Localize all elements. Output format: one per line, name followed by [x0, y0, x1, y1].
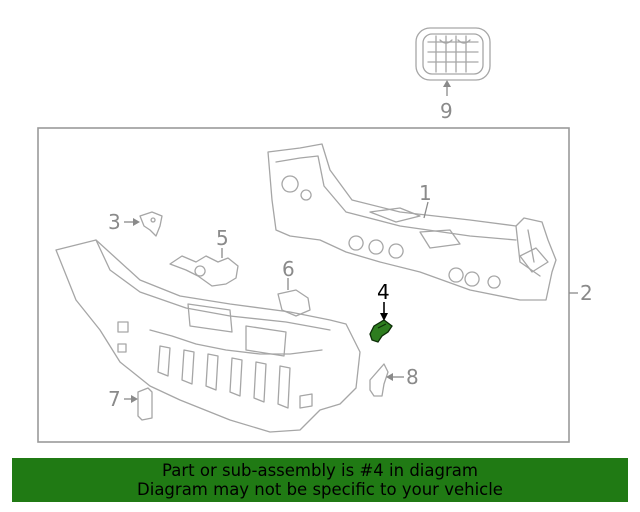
assembly-frame [37, 127, 570, 443]
rear-body-panel[interactable] [55, 239, 361, 433]
part-9-vent-grille[interactable] [415, 27, 491, 81]
parts-diagram: 9 2 1 3 5 6 [37, 27, 593, 443]
callout-9[interactable]: 9 [440, 99, 453, 123]
callout-3[interactable]: 3 [108, 210, 121, 234]
part-4-clip-highlighted[interactable] [369, 319, 393, 343]
part-6-bracket[interactable] [277, 289, 311, 317]
callout-6[interactable]: 6 [282, 257, 295, 281]
banner-line-part: Part or sub-assembly is #4 in diagram [162, 461, 478, 480]
banner-line-disclaimer: Diagram may not be specific to your vehi… [137, 480, 503, 499]
info-banner: Part or sub-assembly is #4 in diagram Di… [12, 458, 628, 502]
callout-1[interactable]: 1 [419, 181, 432, 205]
callout-7[interactable]: 7 [108, 387, 121, 411]
callout-4[interactable]: 4 [377, 280, 390, 304]
part-1-rear-panel-upper[interactable] [267, 143, 557, 301]
leader-1 [423, 201, 429, 219]
part-5-reinforcement[interactable] [169, 255, 239, 287]
part-3-bracket[interactable] [139, 211, 163, 237]
callout-2[interactable]: 2 [580, 281, 593, 305]
part-7-channel[interactable] [137, 387, 153, 421]
callout-8[interactable]: 8 [406, 365, 419, 389]
callout-5[interactable]: 5 [216, 226, 229, 250]
part-8-bracket[interactable] [369, 363, 389, 397]
